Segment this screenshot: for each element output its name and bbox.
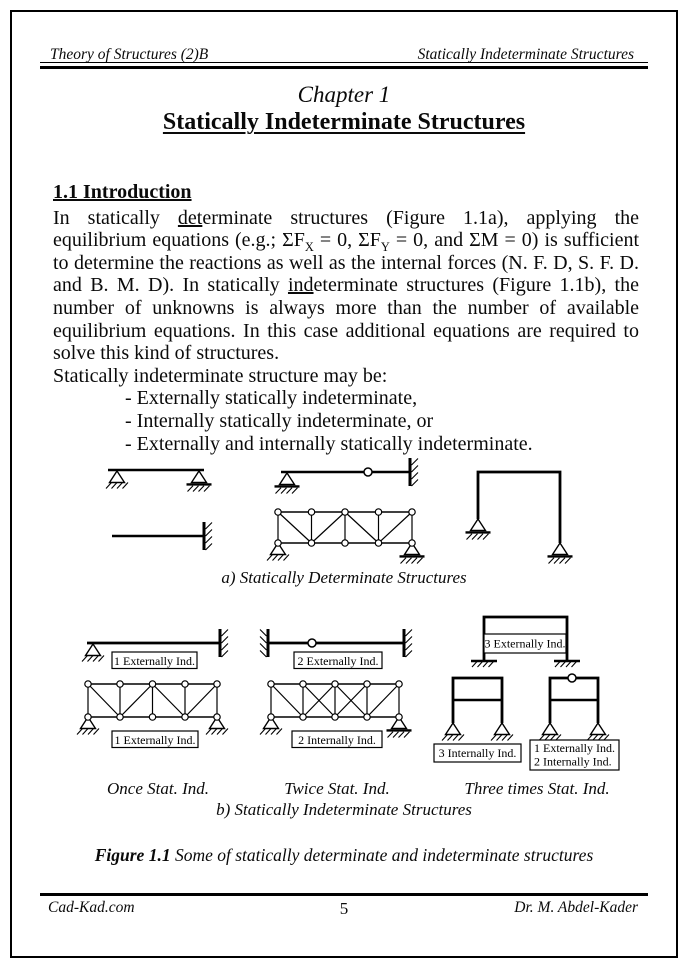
chapter-heading: Chapter 1 (297, 82, 391, 107)
label-box (291, 730, 383, 749)
subcaption-three: Three times Stat. Ind. (464, 779, 610, 798)
cantilever-beam-diagram (112, 520, 214, 552)
label-box (433, 743, 522, 763)
figure-caption: Figure 1.1 Some of statically determinat… (0, 845, 688, 866)
label-text: 1 Externally Ind. (534, 741, 615, 755)
header-right-text: Statically Indeterminate Structures (417, 46, 634, 63)
beam-1-ext-ind-diagram: 1 Externally Ind. (81, 627, 230, 670)
header-left-text: Theory of Structures (2)B (50, 46, 209, 63)
propped-beam-hinge-diagram (273, 456, 420, 495)
label-box (111, 730, 199, 749)
intro-heading: 1.1 Introduction (53, 181, 192, 203)
label-box (293, 651, 383, 670)
beam-2-ext-ind-diagram: 2 Externally Ind. (260, 627, 414, 670)
bullet-list: - Externally statically indeterminate, -… (53, 387, 639, 455)
bullet-item: - Externally and internally statically i… (125, 432, 533, 455)
truss-2-int-ind-diagram: 2 Internally Ind. (259, 680, 413, 749)
footer-left-text: Cad-Kad.com (48, 899, 135, 916)
intro-may-be-line: Statically indeterminate structure may b… (53, 364, 388, 387)
header-rule-thick (40, 66, 648, 69)
figure-caption-label: Figure 1.1 (94, 845, 171, 865)
intro-section: 1.1 Introduction In statically determina… (53, 181, 639, 455)
figure-caption-text: Some of statically determinate and indet… (170, 845, 594, 865)
subcaption-once: Once Stat. Ind. (107, 779, 209, 798)
portal-frame-diagram (464, 470, 574, 565)
frame-3-ext-ind-diagram: 3 Externally Ind. (469, 615, 582, 669)
label-text: 2 Internally Ind. (534, 755, 612, 769)
label-text: 3 Externally Ind. (485, 637, 566, 651)
truss-determinate-diagram (266, 508, 426, 565)
label-text: 1 Externally Ind. (115, 733, 196, 747)
label-box (483, 633, 567, 654)
truss-1-ext-ind-diagram: 1 Externally Ind. (76, 680, 229, 749)
caption-b: b) Statically Indeterminate Structures (216, 800, 472, 819)
bullet-item: - Externally statically indeterminate, (125, 387, 418, 410)
frame-1ext-2int-ind-diagram: 1 Externally Ind. 2 Internally Ind. (529, 673, 620, 771)
bullet-item: - Internally statically indeterminate, o… (125, 409, 434, 432)
frame-3-int-ind-diagram: 3 Internally Ind. (433, 676, 522, 763)
label-box (529, 739, 620, 771)
caption-a: a) Statically Determinate Structures (221, 568, 467, 587)
intro-paragraph: In statically determinate structures (Fi… (53, 206, 639, 365)
footer-page-number: 5 (339, 899, 349, 918)
beam-simply-supported-diagram (105, 468, 213, 493)
figure-1-1-diagrams: 1 Externally Ind. 1 Externally Ind. (76, 456, 620, 771)
label-text: 1 Externally Ind. (114, 654, 195, 668)
label-text: 3 Internally Ind. (439, 746, 517, 760)
label-box (111, 651, 198, 670)
footer-right-text: Dr. M. Abdel-Kader (514, 899, 638, 916)
page-footer: Cad-Kad.com Dr. M. Abdel-Kader (48, 899, 638, 917)
subcaption-twice: Twice Stat. Ind. (284, 779, 390, 798)
page-header: Theory of Structures (2)B Statically Ind… (50, 46, 634, 64)
label-text: 2 Internally Ind. (298, 733, 376, 747)
footer-rule (40, 893, 648, 896)
page-title: Statically Indeterminate Structures (162, 109, 526, 135)
header-rule-thin (40, 62, 648, 63)
label-text: 2 Externally Ind. (298, 654, 379, 668)
